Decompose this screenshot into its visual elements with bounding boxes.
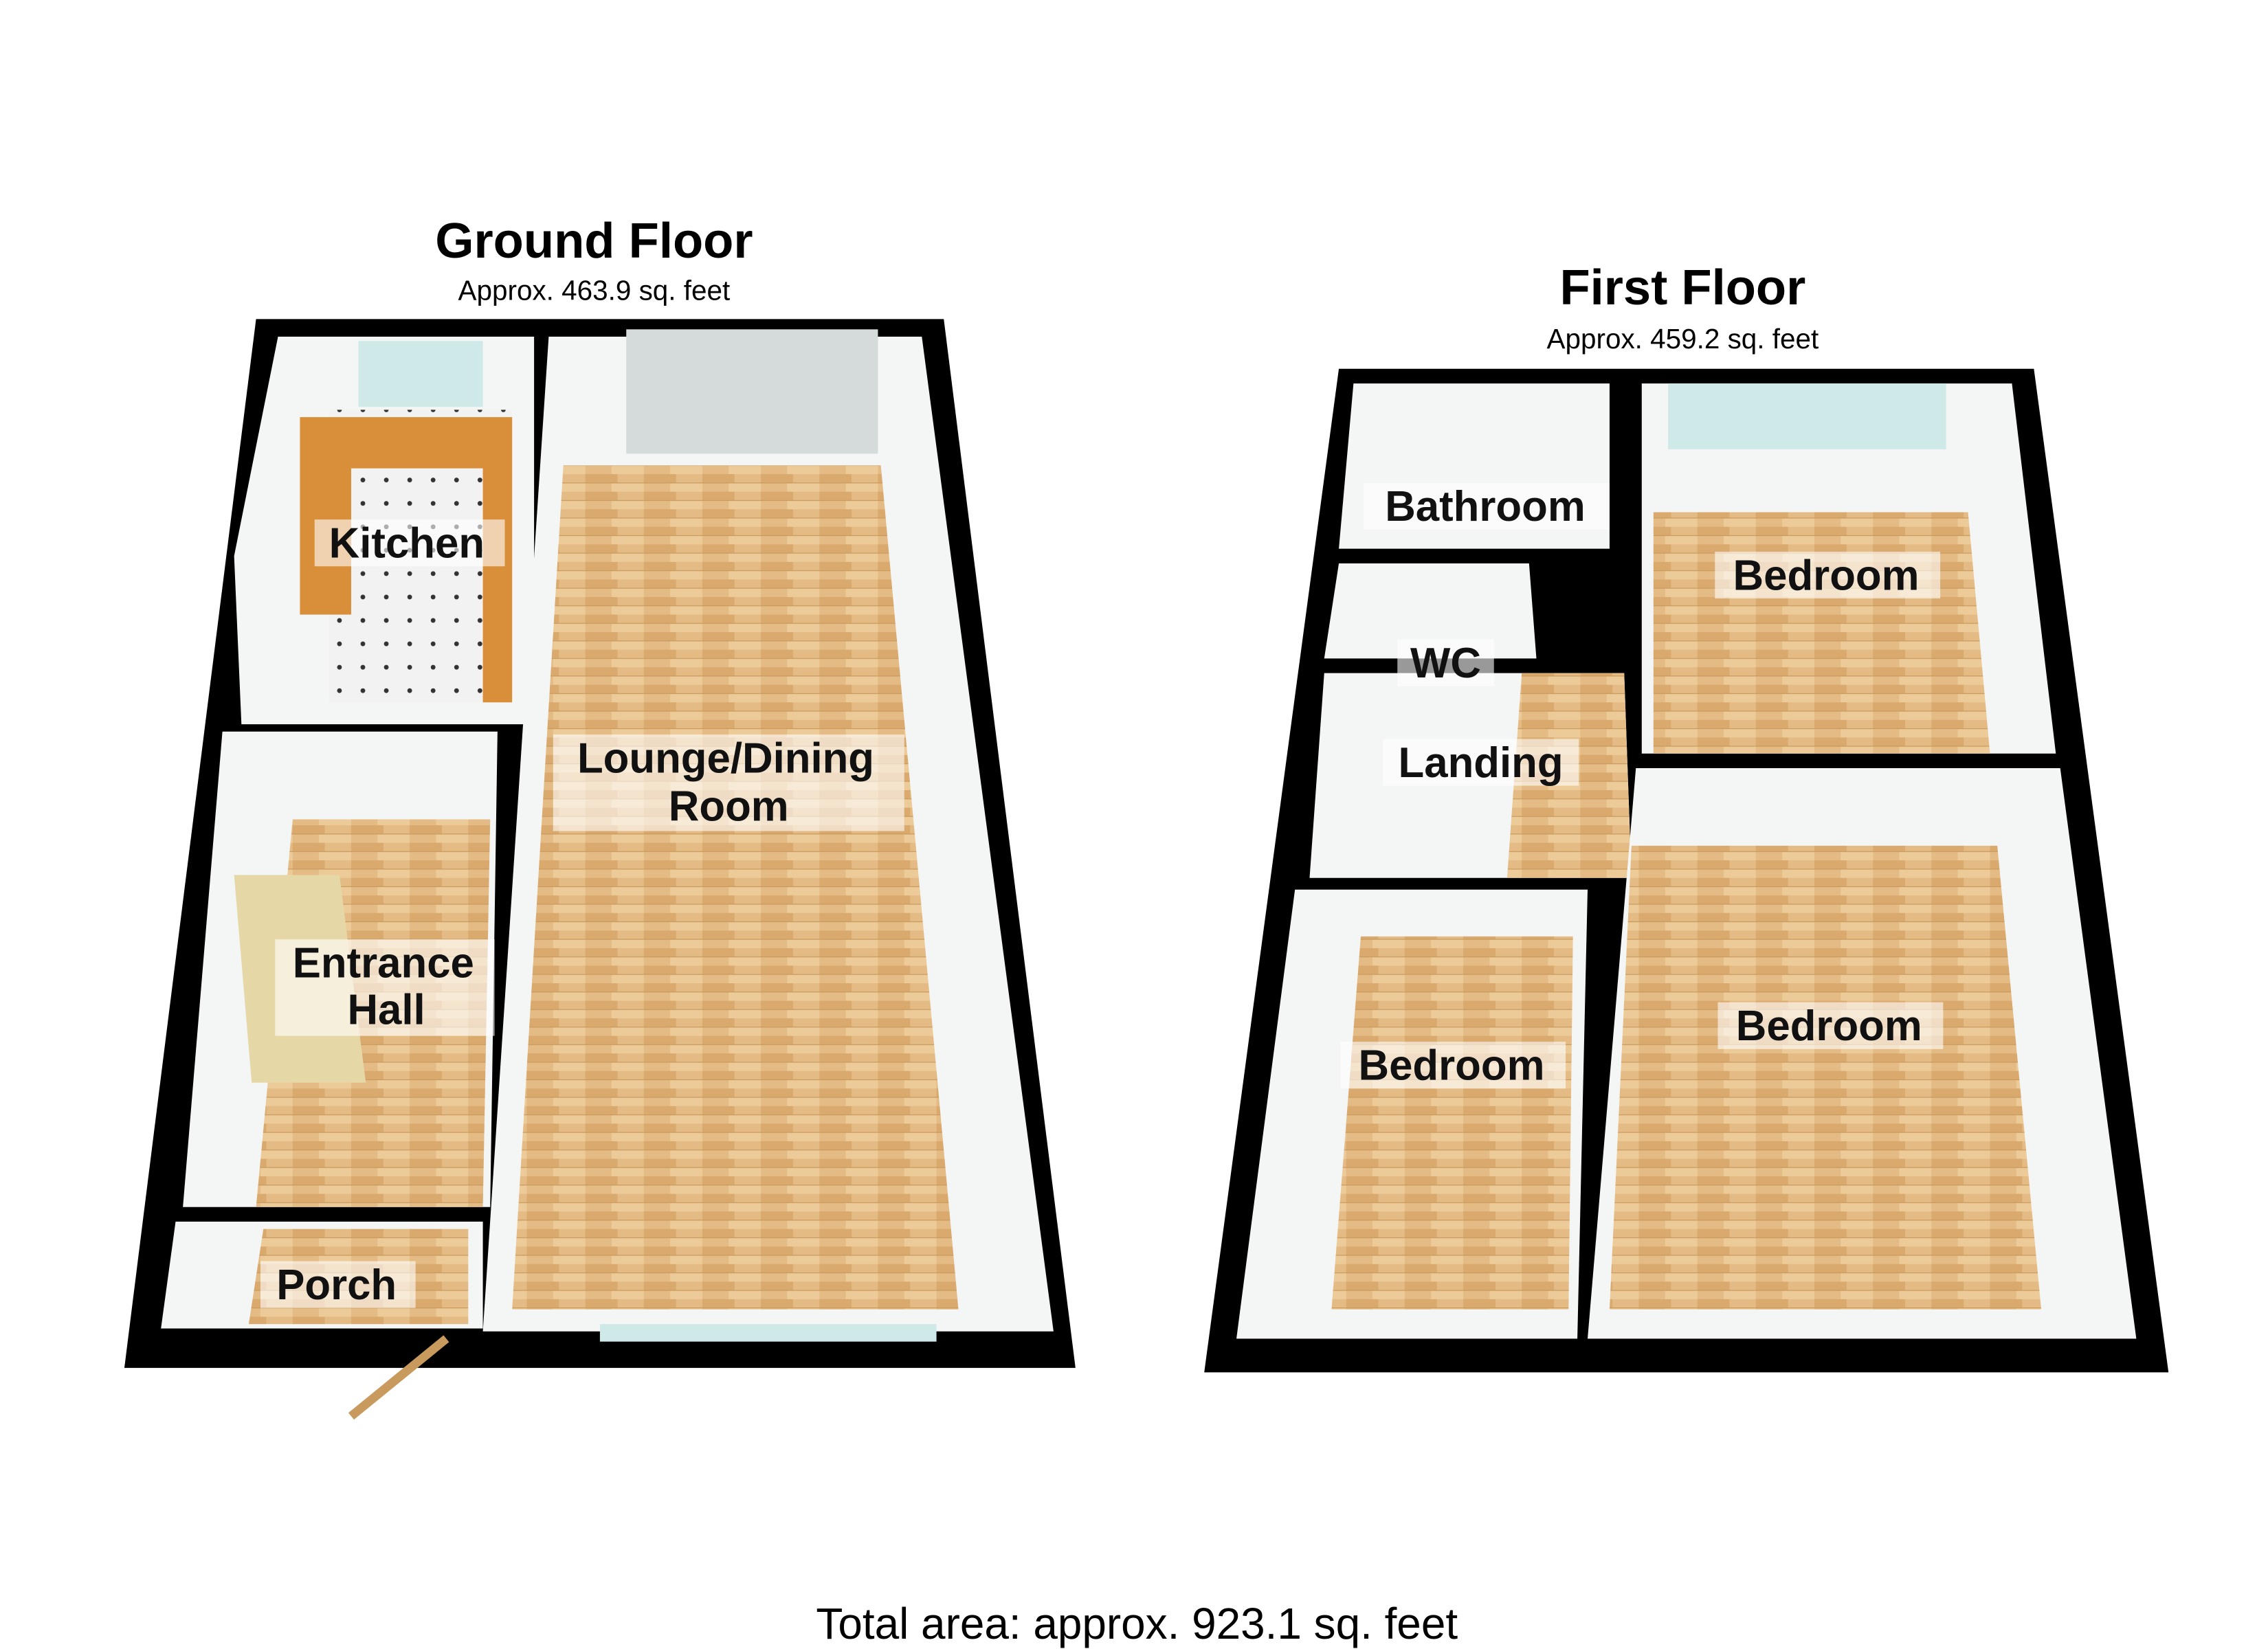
first-floor: First Floor Approx. 459.2 sq. feet Bathr… <box>1204 260 2169 1373</box>
wc-area <box>1324 563 1537 659</box>
total-area: Total area: approx. 923.1 sq. feet <box>816 1599 1458 1648</box>
room-label-bathroom: Bathroom <box>1385 483 1586 530</box>
room-label-landing: Landing <box>1399 739 1564 787</box>
room-label-bedroom-3: Bedroom <box>1359 1042 1545 1090</box>
room-label-kitchen: Kitchen <box>329 519 485 567</box>
room-label-entrance-hall-line1: Entrance <box>293 939 474 987</box>
patio-doors <box>626 329 878 454</box>
ground-floor-area: Approx. 463.9 sq. feet <box>458 275 731 306</box>
room-label-wc: WC <box>1410 640 1481 687</box>
room-label-bedroom-1: Bedroom <box>1733 552 1920 599</box>
ground-floor: Ground Floor Approx. 463.9 sq. feet Kitc… <box>124 213 1076 1420</box>
room-label-bedroom-2: Bedroom <box>1736 1002 1922 1050</box>
lounge-floor <box>512 465 959 1310</box>
room-label-entrance-hall-line2: Hall <box>347 987 425 1034</box>
room-label-lounge-line2: Room <box>669 783 789 831</box>
first-floor-title: First Floor <box>1559 260 1805 315</box>
room-label-lounge-line1: Lounge/Dining <box>577 734 874 782</box>
first-floor-area: Approx. 459.2 sq. feet <box>1547 323 1819 355</box>
ground-floor-title: Ground Floor <box>435 213 753 269</box>
front-door <box>348 1335 449 1420</box>
room-label-porch: Porch <box>276 1261 397 1309</box>
